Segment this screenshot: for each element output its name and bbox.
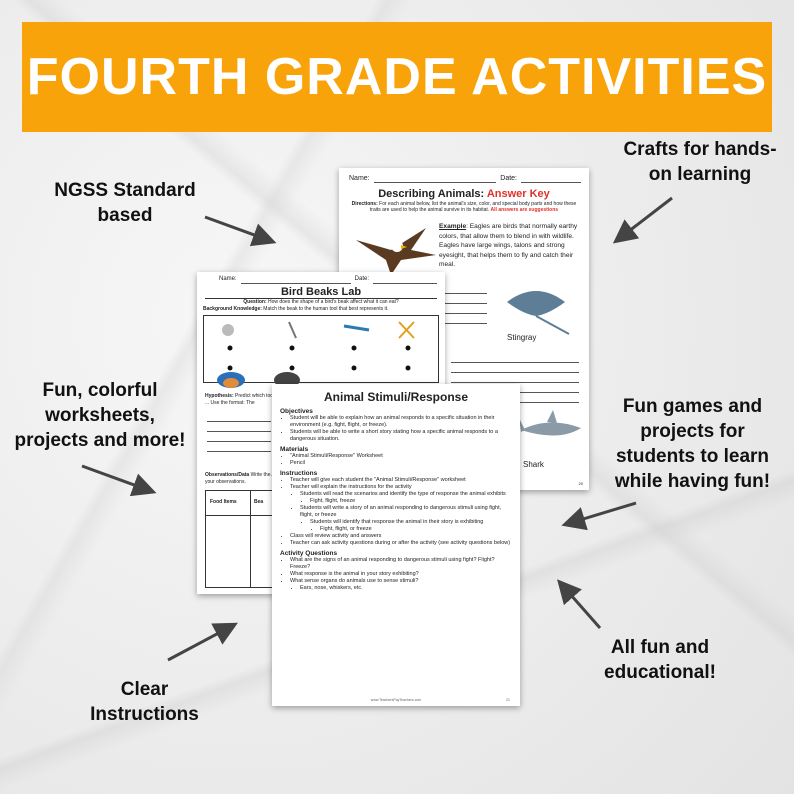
banner-title: FOURTH GRADE ACTIVITIES <box>26 48 768 106</box>
footer-url: www.TeachersPayTeachers.com <box>370 698 422 702</box>
objectives-heading: Objectives <box>280 408 313 415</box>
question-label: Question: <box>243 299 267 305</box>
question-text: How does the shape of a bird's beak affe… <box>268 299 399 305</box>
example-label: Example <box>439 223 467 230</box>
directions-text: For each animal below, list the animal's… <box>369 201 577 213</box>
sheet-title: Animal Stimuli/Response <box>323 390 469 404</box>
instruction-item: Fight, flight, or freeze <box>320 526 512 533</box>
arrow-icon <box>167 622 238 662</box>
hypothesis-text: Predict which tool ... Use the format: T… <box>205 393 275 406</box>
directions-label: Directions: <box>351 201 378 207</box>
name-label: Name: <box>219 276 237 282</box>
observations-text: Write the... your observations. <box>205 472 275 485</box>
instructions-heading: Instructions <box>280 470 318 477</box>
directions-note: All answers are suggestions <box>490 207 559 213</box>
beak-match-box <box>203 315 439 383</box>
sheet-title: Describing Animals: <box>378 188 485 200</box>
page-number: 21 <box>506 698 510 702</box>
question-item: Ears, nose, whiskers, etc. <box>300 585 512 592</box>
activity-questions-heading: Activity Questions <box>280 550 338 557</box>
callout-educational: All fun and educational! <box>604 637 716 683</box>
materials-heading: Materials <box>280 446 309 453</box>
date-label: Date: <box>354 276 370 282</box>
shark-icon <box>519 410 581 436</box>
bluebird-icon <box>217 372 245 388</box>
arrow-icon <box>204 215 277 247</box>
sheet-title: Bird Beaks Lab <box>205 286 437 299</box>
stingray-label: Stingray <box>507 333 537 342</box>
worksheet-animal-stimuli: Animal Stimuli/Response Objectives Stude… <box>272 384 520 706</box>
title-banner: FOURTH GRADE ACTIVITIES <box>22 22 772 132</box>
column-beak: Bea <box>254 499 264 505</box>
column-food-items: Food Items <box>210 499 237 505</box>
name-label: Name: <box>349 175 370 182</box>
instruction-item: Teacher will explain the instructions fo… <box>290 484 512 491</box>
instruction-item: Teacher will give each student the "Anim… <box>290 477 512 484</box>
question-item: What sense organs do animals use to sens… <box>290 578 512 585</box>
instruction-item: Fight, flight, freeze <box>310 498 512 505</box>
arrow-icon <box>557 579 602 629</box>
callout-fun-games: Fun games and projects for students to l… <box>614 396 771 492</box>
observations-label: Observations/Data <box>205 472 250 478</box>
example-text: : Eagles are birds that normally earthy … <box>439 223 578 268</box>
shark-label: Shark <box>523 460 544 469</box>
background-knowledge-text: Match the beak to the human tool that be… <box>263 306 389 312</box>
page-number: 20 <box>578 481 583 486</box>
background-knowledge-label: Background Knowledge: <box>203 306 262 312</box>
callout-ngss: NGSS Standard based <box>54 180 196 226</box>
instruction-item: Class will review activity and answers <box>290 533 512 540</box>
callout-fun-worksheets: Fun, colorful worksheets, projects and m… <box>14 380 186 451</box>
instruction-item: Teacher can ask activity questions durin… <box>290 540 512 547</box>
instruction-item: Students will write a story of an animal… <box>300 505 512 519</box>
objective-item: Students will be able to write a short s… <box>290 429 512 443</box>
answer-key-label: Answer Key <box>486 188 550 200</box>
arrow-icon <box>81 464 157 497</box>
objective-item: Student will be able to explain how an a… <box>290 415 512 429</box>
instruction-item: Students will identify that response the… <box>310 519 512 526</box>
stingray-icon <box>507 291 570 335</box>
hypothesis-label: Hypothesis: <box>205 393 234 399</box>
arrow-icon <box>612 196 673 244</box>
question-item: What are the signs of an animal respondi… <box>290 557 512 571</box>
instruction-item: Students will read the scenarios and ide… <box>300 491 512 498</box>
callout-crafts: Crafts for hands-on learning <box>623 139 777 185</box>
callout-clear-instructions: Clear Instructions <box>90 679 199 725</box>
question-item: What response is the animal in your stor… <box>290 571 512 578</box>
material-item: Pencil <box>290 460 512 467</box>
material-item: "Animal Stimuli/Response" Worksheet <box>290 453 512 460</box>
eagle-icon <box>356 228 436 275</box>
date-label: Date: <box>500 175 517 182</box>
arrow-icon <box>561 501 637 531</box>
